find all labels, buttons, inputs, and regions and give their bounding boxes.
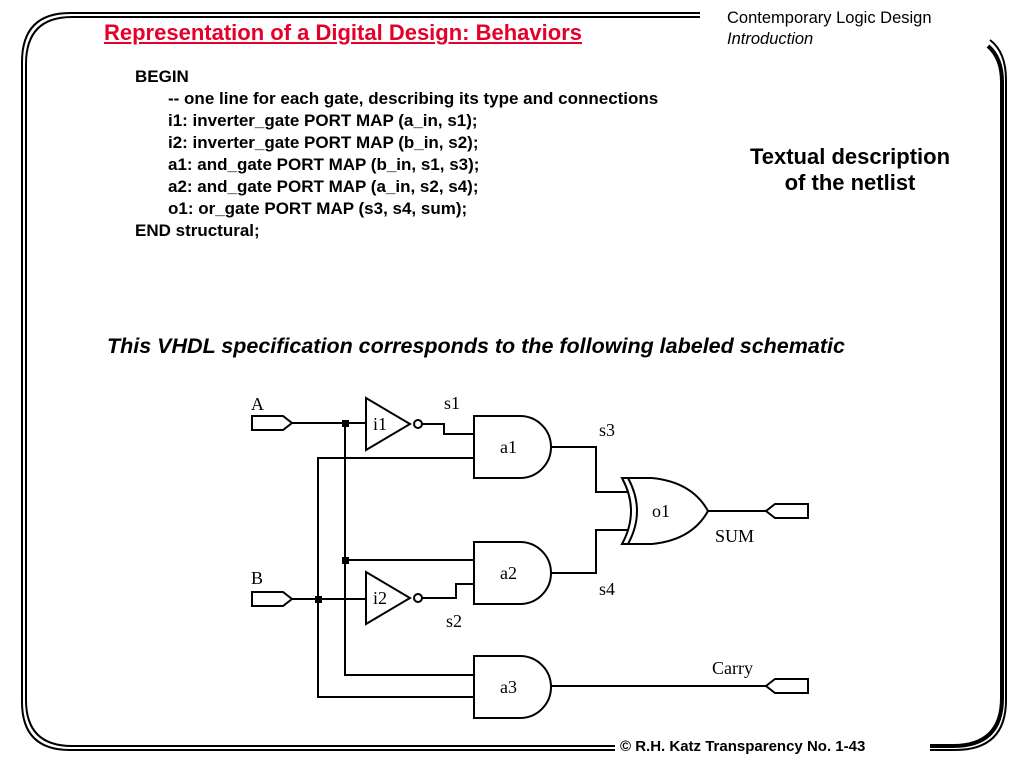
input-label-a: A — [251, 394, 264, 414]
side-note: Textual description of the netlist — [700, 144, 1000, 196]
course-name: Contemporary Logic Design — [727, 9, 932, 27]
side-note-line: of the netlist — [784, 170, 916, 195]
input-port-b — [251, 591, 294, 607]
code-line: o1: or_gate PORT MAP (s3, s4, sum); — [168, 199, 468, 218]
and-gate-a2 — [473, 541, 552, 605]
or-gate-o1 — [620, 477, 710, 545]
side-note-line: Textual description — [749, 144, 951, 169]
slide-title: Representation of a Digital Design: Beha… — [104, 20, 582, 45]
junction-dot — [315, 596, 322, 603]
input-port-a — [251, 415, 294, 431]
output-port-carry — [764, 678, 809, 694]
course-header: Contemporary Logic Design Introduction — [727, 8, 932, 50]
gate-label-i2: i2 — [373, 588, 387, 608]
gate-label-o1: o1 — [652, 501, 670, 521]
course-section: Introduction — [727, 30, 814, 48]
vhdl-code-block: BEGIN -- one line for each gate, describ… — [135, 66, 658, 242]
junction-dot — [342, 420, 349, 427]
gate-label-i1: i1 — [373, 414, 387, 434]
schematic-caption: This VHDL specification corresponds to t… — [107, 334, 845, 358]
gate-label-a2: a2 — [500, 563, 517, 583]
and-gate-a1 — [473, 415, 552, 479]
code-line: a1: and_gate PORT MAP (b_in, s1, s3); — [168, 155, 480, 174]
signal-label-s4: s4 — [599, 579, 615, 599]
code-line: -- one line for each gate, describing it… — [168, 89, 659, 108]
input-label-b: B — [251, 568, 263, 588]
and-gate-a3 — [473, 655, 552, 719]
signal-label-s3: s3 — [599, 420, 615, 440]
code-line: a2: and_gate PORT MAP (a_in, s2, s4); — [168, 177, 479, 196]
junction-dot — [342, 557, 349, 564]
code-begin: BEGIN — [135, 67, 189, 86]
signal-label-s2: s2 — [446, 611, 462, 631]
code-end: END structural; — [135, 221, 260, 240]
code-line: i1: inverter_gate PORT MAP (a_in, s1); — [168, 111, 478, 130]
code-line: i2: inverter_gate PORT MAP (b_in, s2); — [168, 133, 479, 152]
output-label-carry: Carry — [712, 658, 753, 678]
signal-label-s1: s1 — [444, 393, 460, 413]
footer-credit: © R.H. Katz Transparency No. 1-43 — [620, 738, 866, 755]
output-label-sum: SUM — [715, 526, 754, 546]
output-port-sum — [764, 503, 809, 519]
gate-label-a1: a1 — [500, 437, 517, 457]
gate-label-a3: a3 — [500, 677, 517, 697]
